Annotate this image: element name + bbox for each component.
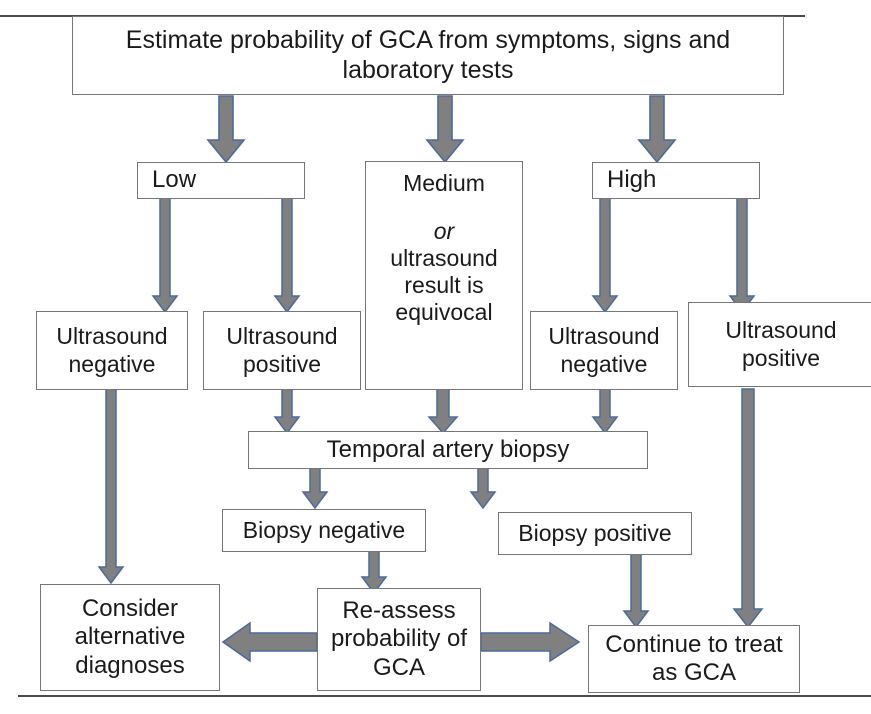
node-biopsy-negative[interactable]: Biopsy negative — [222, 509, 426, 552]
node-ultrasound-positive-high-label: Ultrasound positive — [725, 317, 837, 371]
node-biopsy-negative-label: Biopsy negative — [242, 516, 406, 543]
node-medium[interactable]: Medium or ultrasound result is equivocal — [365, 161, 523, 390]
node-estimate-probability-label: Estimate probability of GCA from symptom… — [125, 26, 731, 84]
arrow-biopsy-positive-to-continue — [622, 550, 650, 629]
node-medium-or: or — [433, 217, 455, 244]
node-ultrasound-positive-low[interactable]: Ultrasound positive — [203, 311, 361, 390]
node-estimate-probability[interactable]: Estimate probability of GCA from symptom… — [72, 16, 784, 95]
node-ultrasound-negative-high-label: Ultrasound negative — [548, 323, 660, 377]
arrow-us-positive-to-biopsy — [273, 388, 301, 435]
node-ultrasound-negative-low-label: Ultrasound negative — [56, 323, 168, 377]
bottom-rule — [18, 695, 871, 697]
node-medium-spacer — [370, 197, 518, 218]
node-consider-alternative[interactable]: Consider alternative diagnoses — [40, 584, 220, 691]
node-ultrasound-negative-high[interactable]: Ultrasound negative — [530, 311, 678, 390]
node-consider-alternative-label: Consider alternative diagnoses — [74, 595, 186, 679]
node-temporal-artery-biopsy[interactable]: Temporal artery biopsy — [248, 431, 648, 469]
arrow-us-negative-to-consider — [97, 388, 125, 585]
arrow-biopsy-to-positive — [469, 465, 497, 510]
arrow-estimate-to-high — [637, 95, 677, 164]
arrow-estimate-to-low — [206, 95, 246, 164]
node-low[interactable]: Low — [137, 162, 305, 199]
node-medium-label: Medium — [403, 170, 485, 196]
arrow-biopsy-negative-to-reassess — [360, 550, 388, 595]
arrow-low-to-us-positive — [273, 197, 301, 314]
arrow-reassess-to-continue — [480, 621, 581, 663]
node-ultrasound-negative-low[interactable]: Ultrasound negative — [36, 311, 188, 390]
node-ultrasound-positive-high[interactable]: Ultrasound positive — [688, 302, 871, 387]
node-medium-equivocal: ultrasound result is equivocal — [390, 244, 498, 326]
node-continue-treat-label: Continue to treat as GCA — [605, 630, 783, 686]
node-high-label: High — [607, 166, 657, 194]
node-biopsy-positive[interactable]: Biopsy positive — [498, 512, 692, 555]
arrow-us-negative-high-to-biopsy — [591, 388, 619, 435]
node-biopsy-positive-label: Biopsy positive — [518, 519, 672, 546]
arrow-medium-to-biopsy — [427, 388, 459, 435]
node-ultrasound-positive-low-label: Ultrasound positive — [226, 323, 338, 377]
node-low-label: Low — [152, 166, 197, 194]
arrow-low-to-us-negative — [151, 197, 179, 314]
node-reassess-probability[interactable]: Re-assess probability of GCA — [317, 588, 481, 691]
arrow-reassess-to-consider — [221, 621, 318, 663]
node-medium-content: Medium or ultrasound result is equivocal — [366, 162, 522, 326]
node-reassess-probability-label: Re-assess probability of GCA — [330, 597, 468, 681]
arrow-high-to-us-positive — [728, 197, 756, 314]
node-temporal-artery-biopsy-label: Temporal artery biopsy — [326, 435, 570, 463]
node-high[interactable]: High — [592, 162, 760, 199]
arrow-us-positive-high-to-continue — [732, 388, 764, 629]
node-continue-treat[interactable]: Continue to treat as GCA — [588, 625, 800, 693]
arrow-high-to-us-negative — [591, 197, 619, 314]
arrow-biopsy-to-negative — [301, 465, 329, 510]
arrow-estimate-to-medium — [425, 95, 465, 164]
